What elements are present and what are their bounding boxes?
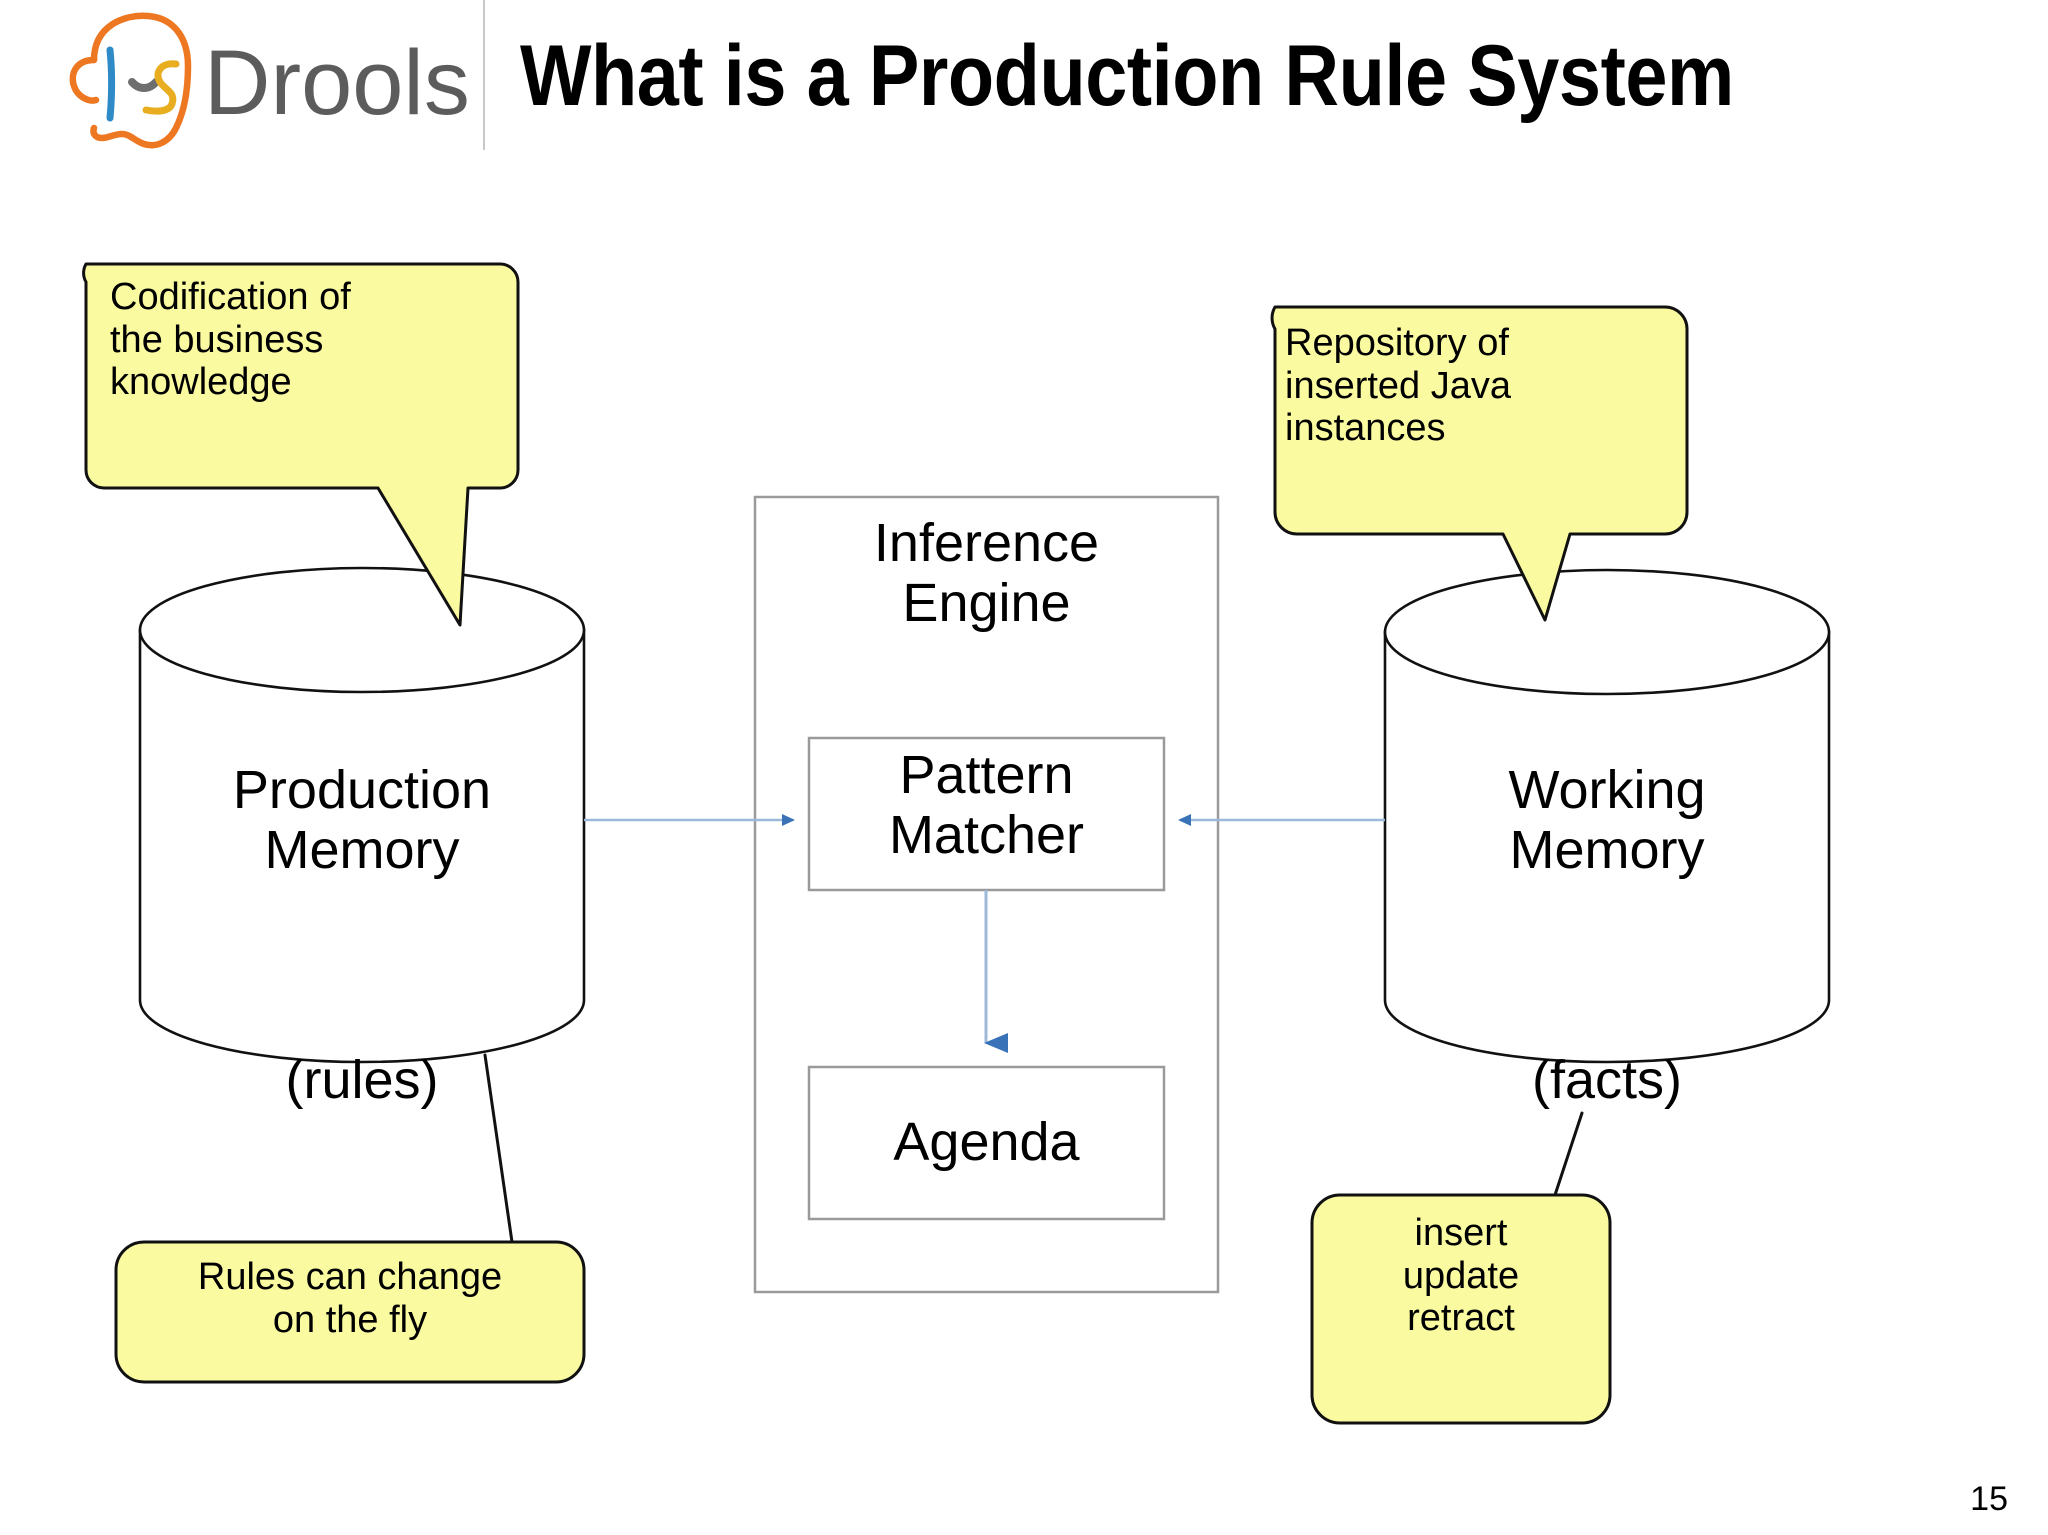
callout-repository-text: Repository of inserted Java instances — [1285, 322, 1512, 450]
callout-insert-update-retract-shape — [1310, 1111, 1612, 1425]
pattern-matcher-box — [807, 736, 1166, 892]
drools-logo: Drools — [36, 8, 476, 158]
callout-codification-text: Codification of the business knowledge — [110, 276, 351, 404]
logo-blue-stroke — [106, 46, 115, 122]
callout-codification-shape — [82, 262, 520, 627]
logo-head-outline — [90, 12, 192, 149]
agenda-box — [807, 1065, 1166, 1221]
working-memory-sublabel: (facts) — [1531, 1050, 1682, 1110]
logo-yellow-hook — [142, 60, 180, 115]
pattern-matcher-label: Pattern Matcher — [888, 745, 1085, 866]
header-divider — [483, 0, 485, 150]
callout-rules-change-shape — [114, 1053, 586, 1384]
callout-insert-update-retract-text: insert update retract — [1402, 1212, 1520, 1340]
agenda-label: Agenda — [893, 1112, 1080, 1172]
production-memory-sublabel: (rules) — [285, 1050, 439, 1110]
page-number: 15 — [1970, 1480, 2008, 1518]
callout-rules-change-text: Rules can change on the fly — [197, 1256, 503, 1341]
logo-wordmark: Drools — [204, 32, 470, 134]
production-memory-cylinder — [138, 566, 586, 1064]
production-memory-label: Production Memory — [232, 760, 492, 881]
logo-ear-outline — [69, 56, 100, 104]
page-title: What is a Production Rule System — [520, 28, 1734, 124]
logo-eye-arc — [128, 78, 160, 92]
working-memory-label: Working Memory — [1508, 760, 1706, 881]
working-memory-cylinder — [1383, 568, 1831, 1064]
inference-engine-label: Inference Engine — [873, 513, 1100, 634]
callout-repository-shape — [1270, 305, 1689, 622]
